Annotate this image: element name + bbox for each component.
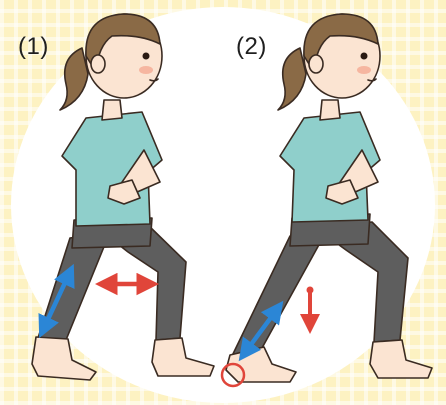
step-1-label: (1) [18,33,49,61]
front-foot [370,340,432,378]
eye [143,53,150,60]
eye [361,53,368,60]
step-2-label: (2) [236,33,267,61]
